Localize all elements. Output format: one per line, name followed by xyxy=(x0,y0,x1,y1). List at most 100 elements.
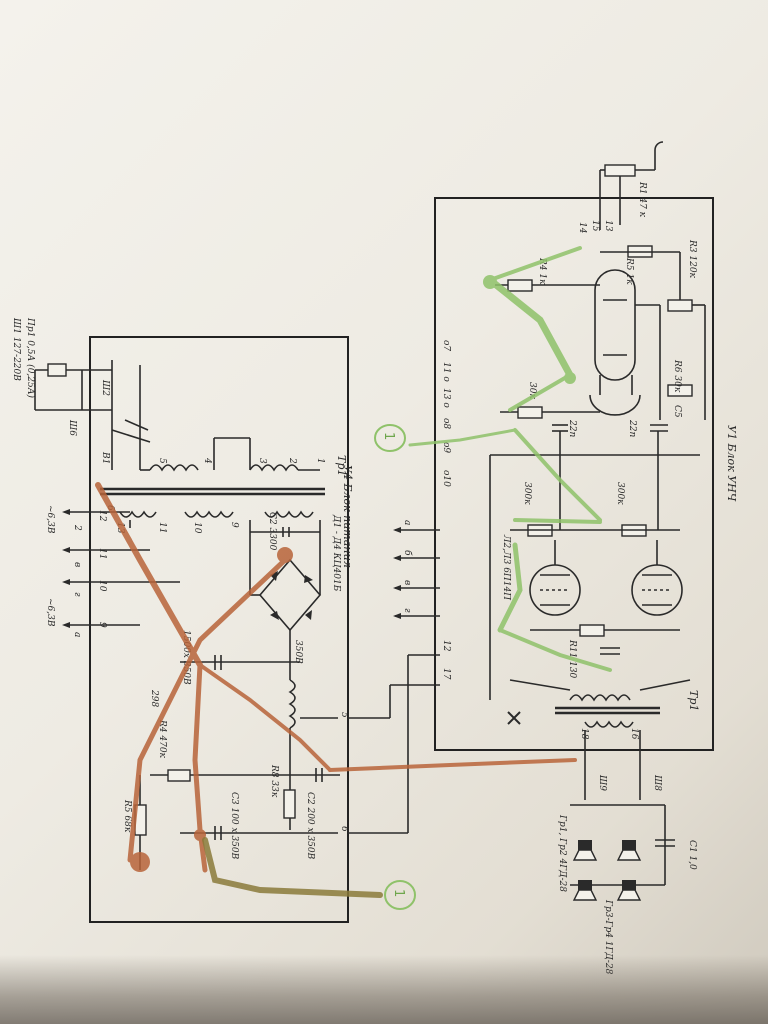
svg-text:б: б xyxy=(402,550,413,556)
c22n-b: 22п xyxy=(627,419,637,437)
filter-section: 1500x 350В 298 R4 470к R5 68к R8 33к С3 … xyxy=(122,630,349,870)
v350-label: 350В xyxy=(293,640,303,664)
tubes-label: Л2,Л3 6П14П xyxy=(501,534,511,600)
svg-text:9: 9 xyxy=(97,622,107,628)
heater-out-top: ~6,3В xyxy=(45,505,55,534)
c1-label: 1500x 350В xyxy=(181,630,191,685)
svg-text:5: 5 xyxy=(157,458,167,464)
green-pencil-marks xyxy=(202,246,612,898)
sh6-label: Ш6 xyxy=(67,419,77,436)
c1-speaker-label: С1 1,0 xyxy=(687,840,697,870)
svg-text:4: 4 xyxy=(202,457,212,464)
svg-text:6: 6 xyxy=(339,826,349,832)
r-30k-symbol xyxy=(667,384,693,397)
svg-text:о8: о8 xyxy=(441,418,451,429)
r300b-label: 300к xyxy=(615,482,625,505)
svg-text:16: 16 xyxy=(629,728,639,740)
svg-text:13 о: 13 о xyxy=(441,388,451,408)
svg-text:о9: о9 xyxy=(441,442,451,453)
c2-label: С2 3300 xyxy=(267,512,277,551)
mains-label: Ш1 127-220В xyxy=(11,317,21,381)
sh2-label: Ш2 xyxy=(100,379,110,396)
cross-mark xyxy=(507,711,521,725)
green-circle-mark-b: 1 xyxy=(384,880,416,910)
power-block-frame xyxy=(89,336,349,923)
svg-text:1: 1 xyxy=(315,458,325,464)
c22n-a: 22п xyxy=(567,419,577,437)
svg-text:3: 3 xyxy=(257,458,267,464)
svg-text:2: 2 xyxy=(72,524,82,531)
svg-text:9: 9 xyxy=(229,522,239,528)
mains-input: Пр1 0,5А (0,25А) Ш1 127-220В Ш6 xyxy=(11,317,112,436)
svg-text:в: в xyxy=(72,562,82,567)
v298-label: 298 xyxy=(149,689,159,707)
r5-amp-label: R5 1к xyxy=(624,257,634,285)
svg-text:1: 1 xyxy=(391,889,406,897)
svg-text:2: 2 xyxy=(287,457,297,464)
power-block-title: У4 Блок питания xyxy=(341,465,354,568)
r1-symbol xyxy=(604,164,636,177)
volume-pot: R1 47 к xyxy=(599,141,664,230)
r4-symbol xyxy=(167,769,191,782)
r3-symbol xyxy=(667,299,693,312)
diodes-label: Д1 - Д4 КЦ401Б xyxy=(331,514,341,592)
svg-text:12: 12 xyxy=(97,510,107,522)
r3-label: R3 120к xyxy=(687,239,697,279)
sh8-label: Ш8 xyxy=(652,774,662,791)
svg-text:1: 1 xyxy=(381,432,396,440)
photo-shadow xyxy=(0,955,768,1024)
svg-text:г: г xyxy=(402,608,412,613)
svg-text:5: 5 xyxy=(339,712,349,718)
r4-label: R4 470к xyxy=(157,719,167,759)
switch-label: В1 xyxy=(100,451,110,464)
r-30k-label: 30к xyxy=(527,382,537,399)
r1-label: R1 47 к xyxy=(637,181,647,218)
svg-text:12: 12 xyxy=(441,640,451,652)
green-circle-mark-a: 1 xyxy=(374,424,406,452)
svg-text:10: 10 xyxy=(97,580,107,592)
svg-text:18: 18 xyxy=(579,728,589,740)
power-transformer: Тр1 xyxy=(100,437,348,518)
amp-block-title: У1 Блок УНЧ xyxy=(725,425,738,502)
r8-symbol xyxy=(283,789,296,819)
tr1-amp-label: Тр1 xyxy=(687,690,700,711)
amp-block-frame xyxy=(434,197,714,751)
output-tubes: Л2,Л3 6П14П R11 130 xyxy=(501,534,683,679)
amp-input-pins: а б в г 12 17 xyxy=(393,520,451,680)
r8-label: R8 33к xyxy=(269,764,279,798)
speakers2-label: Гр3-Гр4 1ГД-28 xyxy=(603,899,613,975)
c3-label: С3 100 x 350В xyxy=(229,792,239,860)
power-supply-block: Пр1 0,5А (0,25А) Ш1 127-220В Ш6 Ш2 В1 xyxy=(11,317,354,923)
svg-text:а: а xyxy=(402,520,412,525)
r4-amp-label: R4 1к xyxy=(537,257,547,285)
preamp-resistors: R4 1к R5 1к R3 120к 14 15 13 xyxy=(495,220,706,420)
r6-label: R6 30к xyxy=(672,359,682,393)
amplifier-block: R1 47 к о7 11 о 13 о о8 о9 о10 R4 1к R5 … xyxy=(393,141,738,800)
c2b-label: С2 200 x 350В xyxy=(305,792,315,860)
r6-symbol xyxy=(517,406,543,419)
svg-text:13: 13 xyxy=(603,220,613,232)
svg-text:14: 14 xyxy=(577,222,587,234)
brown-pencil-marks xyxy=(95,482,577,873)
speakers: Гр1, Гр2 4ГД-28 Гр3-Гр4 1ГД-28 С1 1,0 Ш8… xyxy=(557,774,697,975)
svg-text:15: 15 xyxy=(590,220,600,232)
tr1-label: Тр1 xyxy=(335,455,348,476)
svg-text:а: а xyxy=(72,632,82,637)
fuse-label: Пр1 0,5А (0,25А) xyxy=(25,317,36,399)
coupling-section: 30к R6 30к 22п 22п С5 300к 300к xyxy=(489,359,700,700)
heater-out-bottom: ~6,3В xyxy=(45,598,55,627)
svg-text:10: 10 xyxy=(192,522,202,534)
preamp-tube xyxy=(589,269,661,420)
c5-label: С5 xyxy=(672,405,682,418)
r4-amp-symbol xyxy=(507,279,533,292)
fuse-symbol xyxy=(47,363,67,377)
output-transformer: Тр1 18 16 xyxy=(509,679,700,800)
winding-numbers: 5 4 3 2 1 6 11 10 9 13 xyxy=(105,457,325,534)
amp-pins-left: о7 11 о 13 о о8 о9 о10 xyxy=(441,340,451,487)
svg-text:17: 17 xyxy=(441,668,451,680)
svg-text:о10: о10 xyxy=(441,470,451,487)
svg-text:в: в xyxy=(402,580,412,585)
interblock-wiring xyxy=(348,654,440,834)
r5-label: R5 68к xyxy=(122,799,132,833)
r11-symbol xyxy=(579,624,605,637)
